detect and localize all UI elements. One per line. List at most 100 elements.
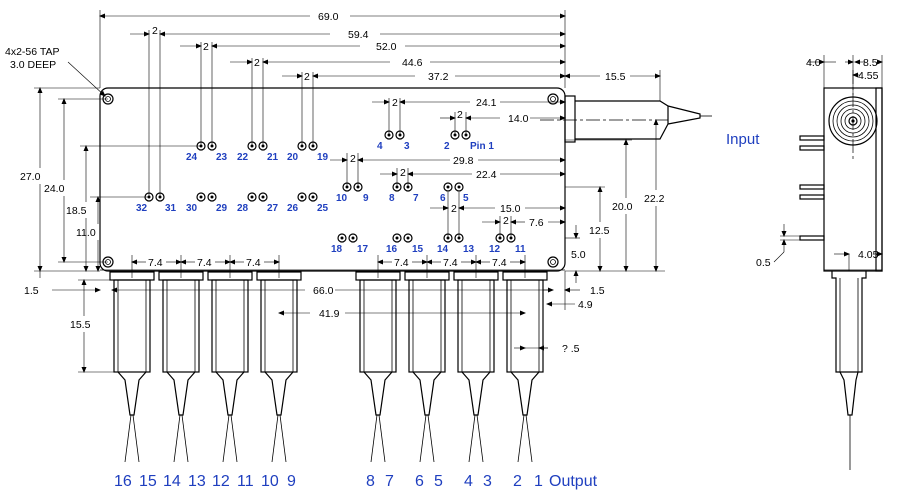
dim-22-2: 22.2	[644, 193, 665, 205]
dim-pin-spacing: 2	[451, 203, 457, 215]
dim-14-0: 14.0	[508, 113, 529, 125]
dim-41-9: 41.9	[319, 308, 340, 320]
output-channel-label: 13	[188, 473, 206, 490]
output-channel-label: 11	[237, 473, 254, 490]
pin-label: 21	[267, 152, 279, 163]
dim-pin-spacing: 2	[254, 57, 260, 69]
dim-tube-pitch: 7.4	[148, 257, 163, 269]
dim-1-5-right: 1.5	[590, 285, 605, 297]
pin	[403, 233, 413, 243]
pin-label: 30	[186, 203, 198, 214]
dim-15-0: 15.0	[500, 203, 521, 215]
dim-pin-spacing: 2	[457, 109, 463, 121]
output-channel-label: 16	[114, 473, 132, 490]
dim-pin-spacing: 2	[392, 97, 398, 109]
dim-29-8: 29.8	[453, 155, 474, 167]
pin-label: 7	[413, 193, 419, 204]
pin-label: 18	[331, 244, 343, 255]
pin	[207, 192, 217, 202]
output-channel-label: 14	[163, 473, 181, 490]
dim-tube-pitch: 7.4	[443, 257, 458, 269]
dim-37-2: 37.2	[428, 71, 449, 83]
dim-4-05: 4.05	[858, 249, 879, 261]
tap-note-line2: 3.0 DEEP	[10, 59, 56, 71]
pin-label: 17	[357, 244, 369, 255]
side-view: 4.0 8.5 4.55 0.5 4.05	[756, 55, 883, 470]
dim-0-5: 0.5	[756, 257, 771, 269]
dim-20-0: 20.0	[612, 201, 633, 213]
pin-label: 32	[136, 203, 148, 214]
pin-label: 12	[489, 244, 501, 255]
pin-labels: 24 23 22 21 20 19 4 3 2 Pin 1 32 31 30 2…	[136, 141, 526, 255]
dim-44-6: 44.6	[402, 57, 423, 69]
dim-15-5: 15.5	[605, 71, 626, 83]
dim-11-0: 11.0	[76, 227, 96, 239]
output-label: Output	[549, 473, 598, 490]
pin	[454, 182, 464, 192]
dim-pin-spacing: 2	[503, 215, 509, 227]
output-tube	[109, 271, 155, 416]
pins	[144, 130, 516, 243]
pin	[308, 192, 318, 202]
dim-22-4: 22.4	[476, 169, 497, 181]
dim-tube-offset: ? .5	[562, 343, 580, 355]
dim-pin-spacing: 2	[152, 25, 158, 37]
vertical-dimensions: 27.0 24.0 18.5 11.0 20.0 22.2 12.5 5.0	[20, 87, 665, 283]
tap-note-line1: 4x2-56 TAP	[5, 46, 59, 58]
pin	[258, 192, 268, 202]
dim-59-4: 59.4	[348, 29, 369, 41]
module-body	[99, 87, 566, 272]
pin-label: Pin 1	[470, 141, 494, 152]
dim-pin-spacing: 2	[304, 71, 310, 83]
pin-label: 2	[444, 141, 450, 152]
pin-label: 9	[363, 193, 369, 204]
pin-label: 11	[515, 244, 526, 255]
pin-label: 31	[165, 203, 177, 214]
output-tube	[404, 271, 450, 416]
pin-label: 27	[267, 203, 279, 214]
dim-4-9: 4.9	[578, 299, 593, 311]
pin-label: 10	[336, 193, 348, 204]
output-channel-label: 4	[464, 473, 473, 490]
dim-tube-pitch: 7.4	[492, 257, 507, 269]
pin-label: 22	[237, 152, 249, 163]
dim-overall-length: 69.0	[318, 11, 339, 23]
mounting-hole	[547, 93, 559, 105]
output-tube	[453, 271, 499, 416]
mounting-hole	[547, 256, 559, 268]
pin-label: 16	[386, 244, 398, 255]
dim-8-5: 8.5	[863, 57, 878, 69]
pin-label: 23	[216, 152, 228, 163]
pin	[247, 192, 257, 202]
pin	[196, 192, 206, 202]
bottom-dimensions: 7.4 7.4 7.4 7.4 7.4 7.4 66.0 41.9 1.5 4.…	[24, 255, 605, 373]
pin-label: 15	[412, 244, 424, 255]
pin-label: 28	[237, 203, 249, 214]
input-fiber	[540, 95, 712, 143]
output-tube	[502, 271, 548, 416]
dim-pin-spacing: 2	[400, 167, 406, 179]
dim-66-0: 66.0	[313, 285, 334, 297]
output-channel-label: 8	[366, 473, 375, 490]
output-tube	[207, 271, 253, 416]
top-dimensions: 69.0 2 59.4 2 52.0 2 44.6 2 37.2	[99, 10, 566, 197]
dim-tube-pitch: 7.4	[394, 257, 409, 269]
dim-12-5: 12.5	[589, 225, 610, 237]
dim-52-0: 52.0	[376, 41, 397, 53]
pin	[337, 233, 347, 243]
pin-label: 25	[317, 203, 329, 214]
pin-label: 29	[216, 203, 228, 214]
pin-label: 24	[186, 152, 198, 163]
pin-label: 26	[287, 203, 299, 214]
tap-note: 4x2-56 TAP 3.0 DEEP	[5, 46, 106, 97]
dim-18-5: 18.5	[66, 205, 87, 217]
dim-7-6: 7.6	[529, 217, 544, 229]
dim-pin-spacing: 2	[350, 153, 356, 165]
right-dimensions: 15.5 2 24.1 2 14.0 2 29.8 2 22.4 2	[330, 70, 661, 238]
side-pins	[799, 135, 825, 241]
output-channel-label: 6	[415, 473, 424, 490]
input-label: Input	[726, 131, 760, 148]
pin-label: 8	[389, 193, 395, 204]
output-tube	[256, 271, 302, 416]
dim-tube-pitch: 7.4	[197, 257, 212, 269]
